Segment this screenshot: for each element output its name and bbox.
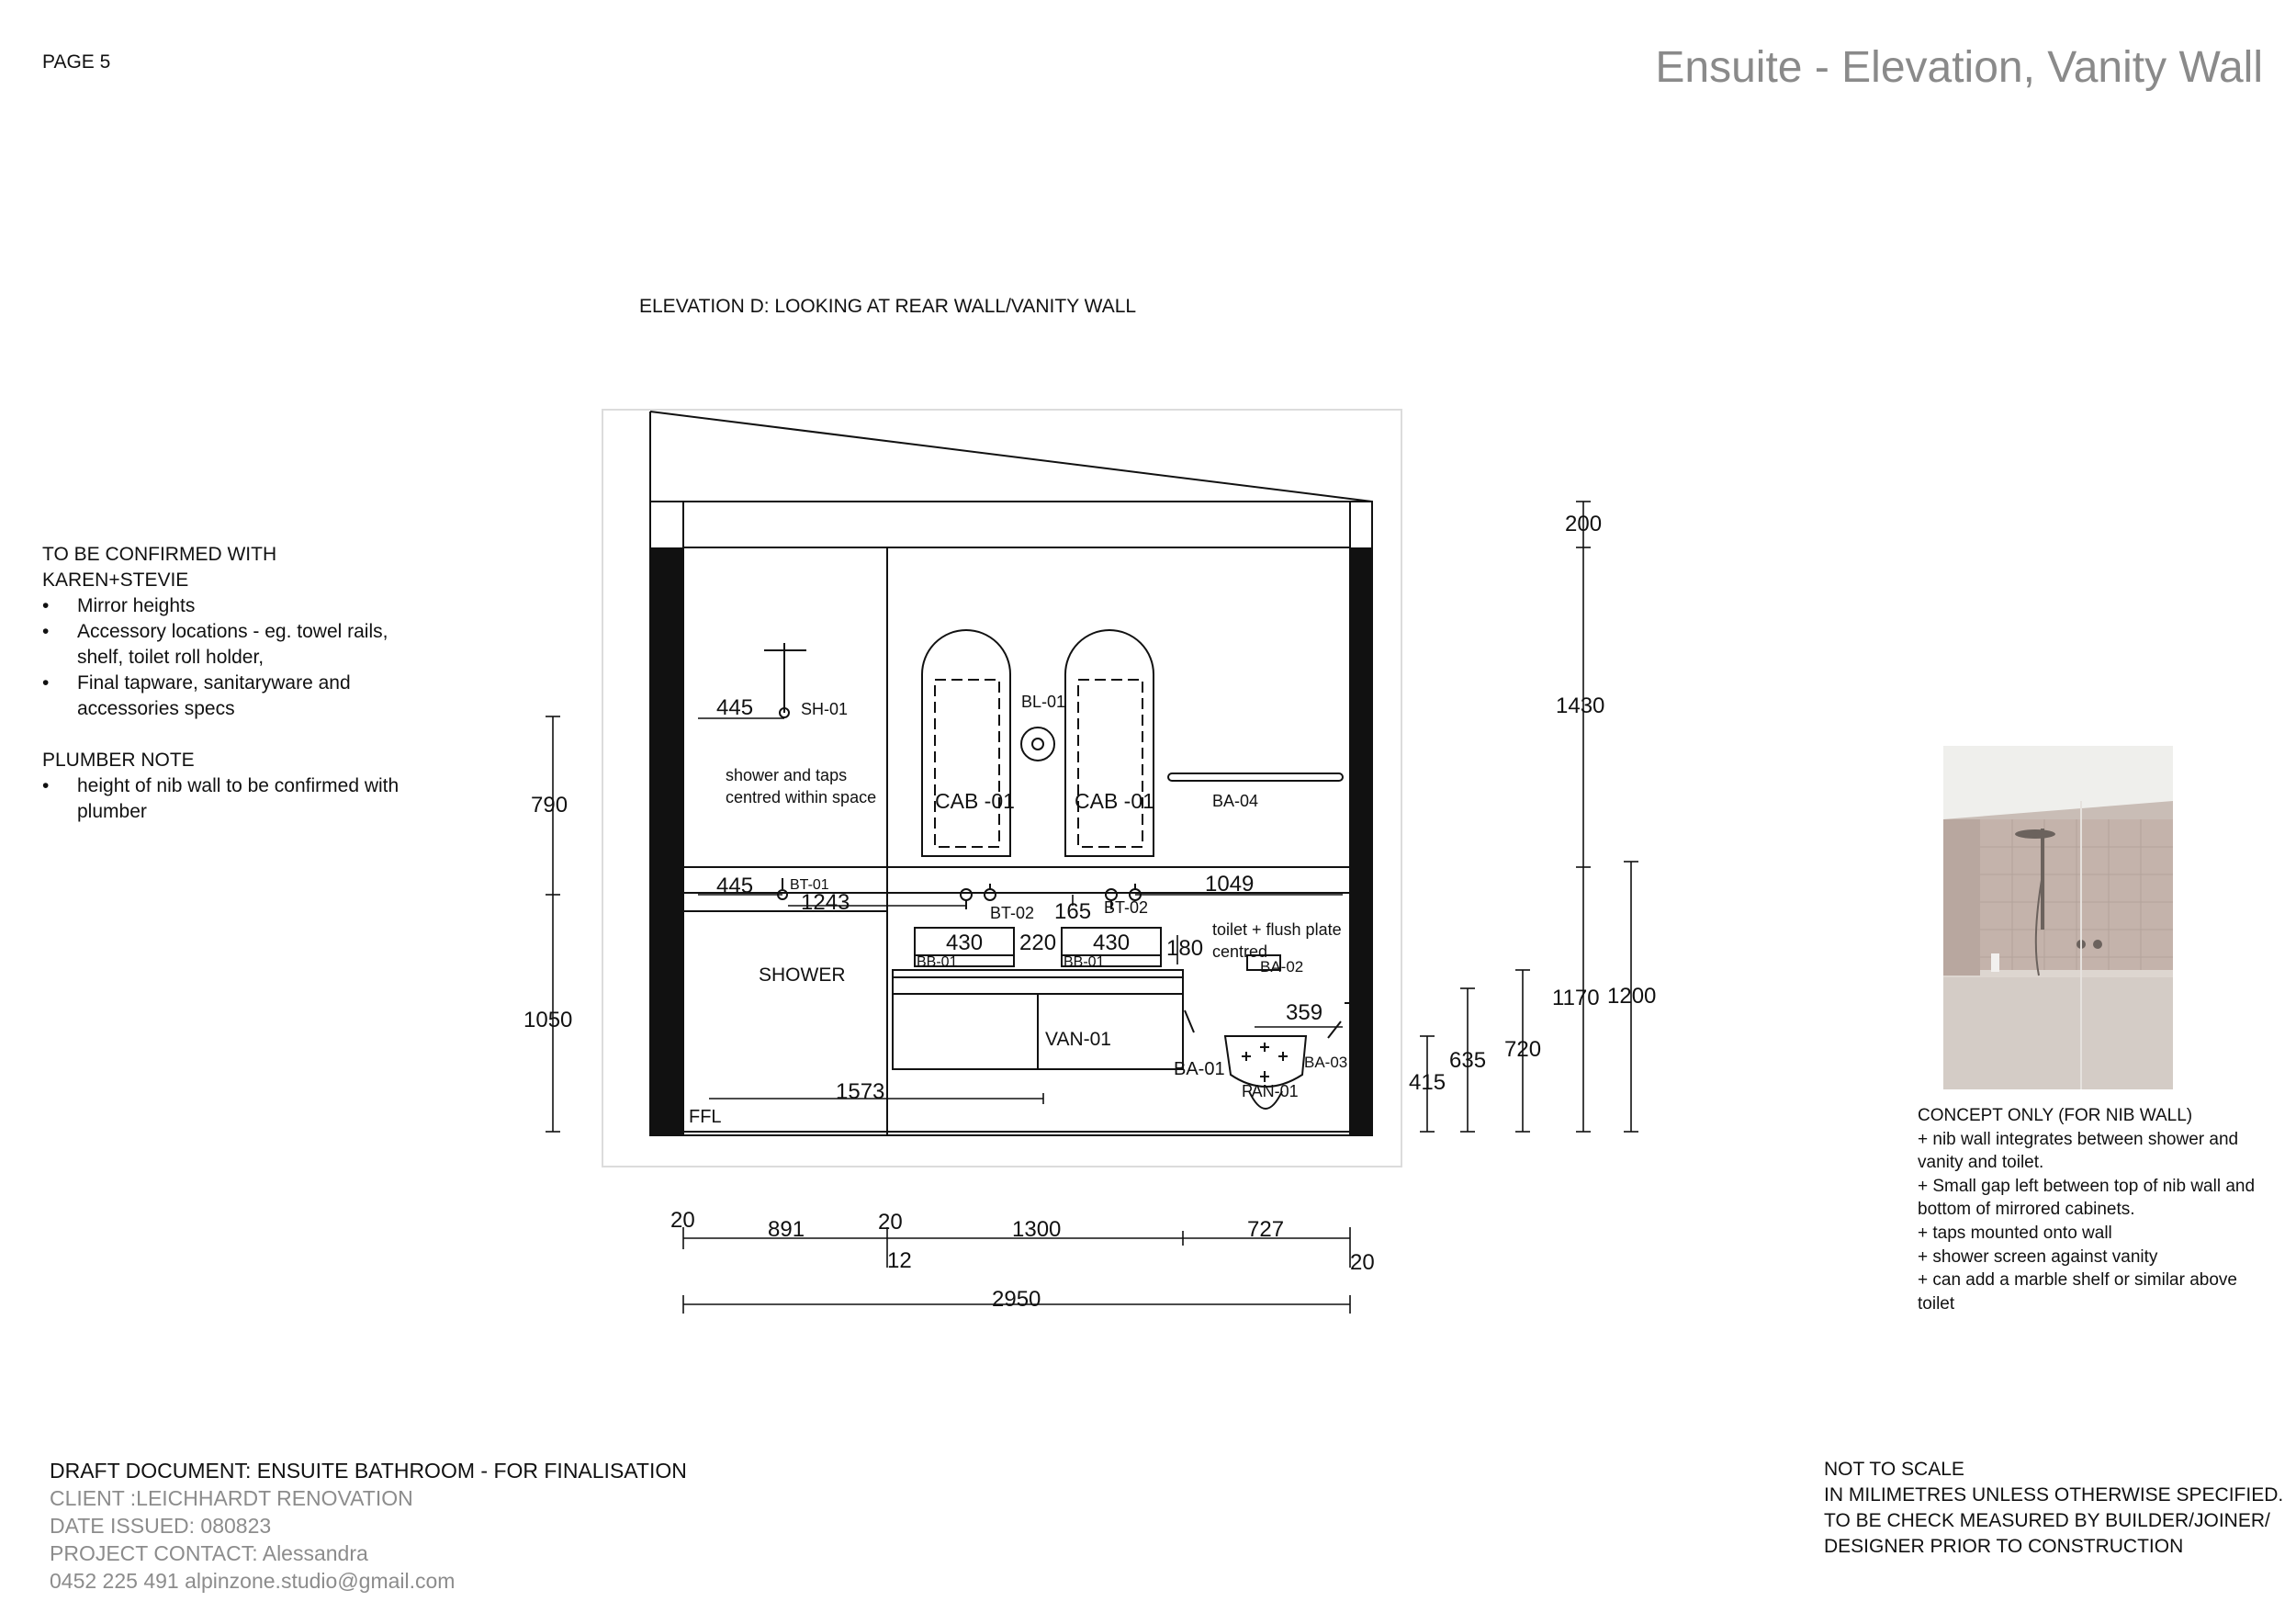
dim-1573: 1573	[836, 1079, 884, 1104]
label-ba03: BA-03	[1304, 1054, 1347, 1071]
dim-635: 635	[1449, 1048, 1486, 1073]
label-bl01: BL-01	[1021, 693, 1065, 711]
label-bb01-left: BB-01	[917, 954, 958, 970]
list-item: Accessory locations - eg. towel rails, s…	[42, 619, 428, 671]
basin-left	[914, 927, 1015, 967]
list-item: height of nib wall to be confirmed with …	[42, 773, 428, 825]
draft-title: DRAFT DOCUMENT: ENSUITE BATHROOM - FOR F…	[50, 1459, 687, 1483]
plumber-list: height of nib wall to be confirmed with …	[42, 773, 428, 825]
concept-line: + shower screen against vanity	[1918, 1246, 2158, 1267]
concept-line: + taps mounted onto wall	[1918, 1223, 2112, 1243]
dim-20-left: 20	[670, 1208, 695, 1233]
label-ba04: BA-04	[1212, 792, 1258, 810]
confirmation-notes: TO BE CONFIRMED WITH KAREN+STEVIE Mirror…	[42, 542, 428, 825]
dim-445-mid: 445	[716, 874, 753, 898]
towel-rail	[1167, 773, 1344, 782]
document-info: DRAFT DOCUMENT: ENSUITE BATHROOM - FOR F…	[50, 1457, 687, 1595]
dim-790: 790	[531, 793, 568, 818]
dim-430-right: 430	[1093, 930, 1130, 955]
toilet-note-line-2: centred	[1212, 942, 1267, 961]
dim-720: 720	[1504, 1037, 1541, 1062]
toilet-pan	[1223, 1035, 1308, 1088]
label-bt01: BT-01	[790, 877, 829, 893]
dim-165: 165	[1054, 899, 1091, 924]
wall-section-left	[650, 547, 683, 1135]
label-ba02: BA-02	[1260, 958, 1303, 976]
dim-727: 727	[1247, 1217, 1284, 1242]
concept-line: + Small gap left between top of nib wall…	[1918, 1176, 2256, 1220]
label-bt02-left: BT-02	[990, 904, 1034, 922]
elevation-label: ELEVATION D: LOOKING AT REAR WALL/VANITY…	[639, 296, 1137, 317]
dim-891: 891	[768, 1217, 805, 1242]
basin-right	[1061, 927, 1162, 967]
dim-1200: 1200	[1607, 984, 1656, 1009]
label-pan01: PAN-01	[1242, 1082, 1299, 1100]
dim-445-top: 445	[716, 695, 753, 720]
label-cab01-left: CAB -01	[935, 789, 1015, 813]
dim-430-left: 430	[946, 930, 983, 955]
plumber-heading: PLUMBER NOTE	[42, 750, 195, 771]
cabinet-left-inner	[934, 679, 1000, 848]
list-item: Final tapware, sanitaryware and accessor…	[42, 671, 428, 722]
dim-1430: 1430	[1556, 694, 1604, 718]
scale-line: TO BE CHECK MEASURED BY BUILDER/JOINER/	[1824, 1510, 2270, 1531]
label-van01: VAN-01	[1045, 1029, 1111, 1050]
cabinet-right-inner	[1077, 679, 1143, 848]
scale-line: NOT TO SCALE	[1824, 1459, 1964, 1480]
concept-line: + nib wall integrates between shower and…	[1918, 1129, 2239, 1173]
dim-12: 12	[887, 1248, 912, 1273]
dim-20-right: 20	[1350, 1250, 1375, 1275]
toilet-note-line-1: toilet + flush plate	[1212, 920, 1342, 939]
cabinet-left	[921, 629, 1011, 857]
wall-section-right	[1350, 547, 1372, 1135]
label-ffl: FFL	[689, 1107, 722, 1127]
label-cab01-right: CAB -01	[1075, 789, 1154, 813]
scale-notes: NOT TO SCALE IN MILIMETRES UNLESS OTHERW…	[1824, 1457, 2283, 1560]
dim-1049: 1049	[1205, 872, 1254, 897]
page-number: PAGE 5	[42, 51, 111, 73]
confirm-heading: TO BE CONFIRMED WITH KAREN+STEVIE	[42, 544, 277, 591]
dim-20-mid: 20	[878, 1210, 903, 1235]
client-line: CLIENT :LEICHHARDT RENOVATION	[50, 1486, 413, 1510]
list-item: Mirror heights	[42, 593, 428, 619]
light-center	[1031, 738, 1044, 750]
light-fitting	[1020, 727, 1055, 761]
label-ba01: BA-01	[1174, 1059, 1225, 1079]
flush-plate	[1246, 954, 1281, 971]
dim-1050: 1050	[523, 1008, 572, 1032]
dim-1300: 1300	[1012, 1217, 1061, 1242]
cabinet-right	[1064, 629, 1154, 857]
shower-note-line-1: shower and taps	[726, 766, 847, 784]
concept-line: + can add a marble shelf or similar abov…	[1918, 1270, 2237, 1314]
label-bt02-right: BT-02	[1104, 898, 1148, 917]
label-sh01: SH-01	[801, 700, 848, 718]
dim-220: 220	[1019, 930, 1056, 955]
shower-mixer	[779, 707, 790, 718]
dim-415: 415	[1409, 1070, 1446, 1095]
concept-line: CONCEPT ONLY (FOR NIB WALL)	[1918, 1106, 2193, 1125]
toilet-base	[1248, 1090, 1283, 1110]
shower-note-line-2: centred within space	[726, 788, 876, 806]
dim-359: 359	[1286, 1000, 1322, 1025]
concept-notes: CONCEPT ONLY (FOR NIB WALL) + nib wall i…	[1918, 1104, 2267, 1315]
label-shower: SHOWER	[759, 964, 846, 986]
project-contact: PROJECT CONTACT: Alessandra	[50, 1541, 368, 1565]
confirm-list: Mirror heights Accessory locations - eg.…	[42, 593, 428, 722]
date-issued: DATE ISSUED: 080823	[50, 1514, 272, 1538]
dim-2950: 2950	[992, 1287, 1041, 1312]
scale-line: IN MILIMETRES UNLESS OTHERWISE SPECIFIED…	[1824, 1484, 2284, 1506]
scale-line: DESIGNER PRIOR TO CONSTRUCTION	[1824, 1536, 2184, 1557]
dim-1243: 1243	[801, 890, 850, 915]
contact-details: 0452 225 491 alpinzone.studio@gmail.com	[50, 1569, 456, 1593]
concept-photo	[1943, 746, 2173, 1089]
dim-200: 200	[1565, 512, 1602, 536]
dim-1170: 1170	[1552, 986, 1600, 1010]
dim-180: 180	[1166, 936, 1203, 961]
page-title: Ensuite - Elevation, Vanity Wall	[1655, 43, 2263, 92]
label-bb01-right: BB-01	[1064, 954, 1105, 970]
drawing-frame	[602, 409, 1402, 1167]
